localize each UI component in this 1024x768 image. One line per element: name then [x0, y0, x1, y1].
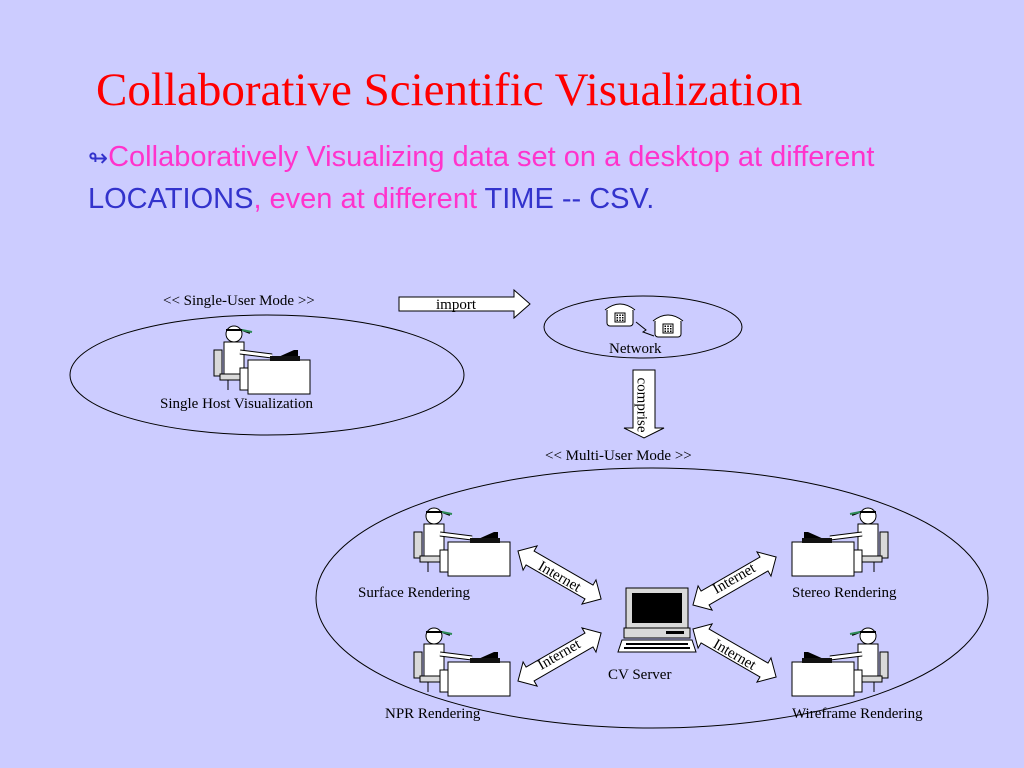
- single-host-label: Single Host Visualization: [160, 396, 313, 412]
- bullet-part-2: , even at different: [253, 183, 485, 215]
- bullet-text: ↬Collaboratively Visualizing data set on…: [88, 137, 928, 220]
- comprise-arrow-icon: [623, 369, 665, 439]
- user-workstation-icon: [792, 628, 888, 696]
- multi-user-ellipse: [315, 467, 989, 729]
- server-computer-icon: [617, 587, 697, 653]
- single-user-mode-label: << Single-User Mode >>: [163, 293, 315, 309]
- surface-rendering-label: Surface Rendering: [358, 585, 471, 601]
- import-label: import: [436, 297, 476, 313]
- npr-rendering-label: NPR Rendering: [385, 706, 481, 722]
- bullet-highlight-time: TIME: [484, 183, 554, 215]
- telephone-icon: [652, 314, 684, 338]
- multi-user-mode-label: << Multi-User Mode >>: [545, 448, 692, 464]
- stereo-rendering-label: Stereo Rendering: [792, 585, 897, 601]
- internet-arrow-icon: [517, 627, 602, 687]
- wireframe-rendering-label: Wireframe Rendering: [792, 706, 923, 722]
- telephone-icon: [604, 303, 636, 327]
- internet-arrow-icon: [517, 545, 602, 605]
- network-label: Network: [609, 341, 662, 357]
- comprise-label: comprise: [633, 377, 650, 433]
- internet-arrow-icon: [692, 623, 777, 683]
- network-ellipse: [543, 295, 743, 359]
- bullet-highlight-locations: LOCATIONS: [88, 183, 254, 215]
- bullet-part-3: -- CSV.: [553, 183, 655, 215]
- user-workstation-icon: [414, 628, 510, 696]
- bullet-part-1: Collaboratively Visualizing data set on …: [108, 141, 875, 173]
- user-workstation-icon: [792, 508, 888, 576]
- cv-server-label: CV Server: [608, 667, 672, 683]
- internet-arrow-icon: [692, 551, 777, 611]
- slide-title: Collaborative Scientific Visualization: [96, 64, 803, 116]
- bullet-arrow-icon: ↬: [88, 145, 109, 172]
- single-user-ellipse: [69, 314, 465, 436]
- import-arrow-icon: [398, 288, 531, 320]
- user-workstation-icon: [414, 508, 510, 576]
- user-workstation-icon: [214, 326, 310, 394]
